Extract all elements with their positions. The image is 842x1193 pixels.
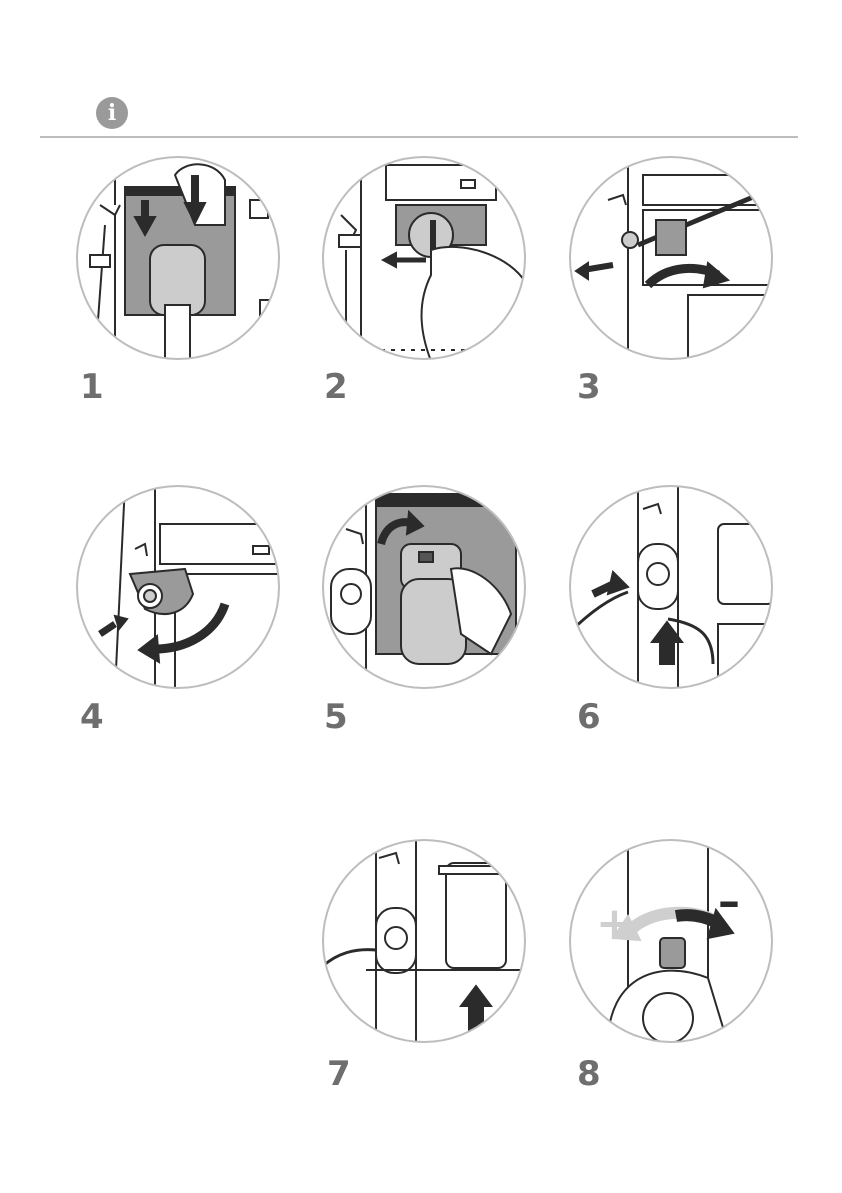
plus-label: + (596, 898, 633, 949)
step-3-number: 3 (577, 370, 601, 404)
step-1-number: 1 (80, 370, 104, 404)
step-6-illustration (568, 484, 774, 690)
header-divider (40, 136, 798, 138)
step-7-illustration (321, 838, 527, 1044)
step-6-number: 6 (577, 700, 601, 734)
step-2-illustration (321, 155, 527, 361)
info-icon: i (96, 97, 128, 129)
step-8-number: 8 (577, 1057, 601, 1091)
step-5-illustration (321, 484, 527, 690)
step-1-illustration (75, 155, 281, 361)
step-3-illustration (568, 155, 774, 361)
minus-label: – (718, 876, 740, 927)
step-7-number: 7 (327, 1057, 351, 1091)
step-4-illustration (75, 484, 281, 690)
step-8-illustration: + – (568, 838, 774, 1044)
step-4-number: 4 (80, 700, 104, 734)
step-2-number: 2 (324, 370, 348, 404)
step-5-number: 5 (324, 700, 348, 734)
